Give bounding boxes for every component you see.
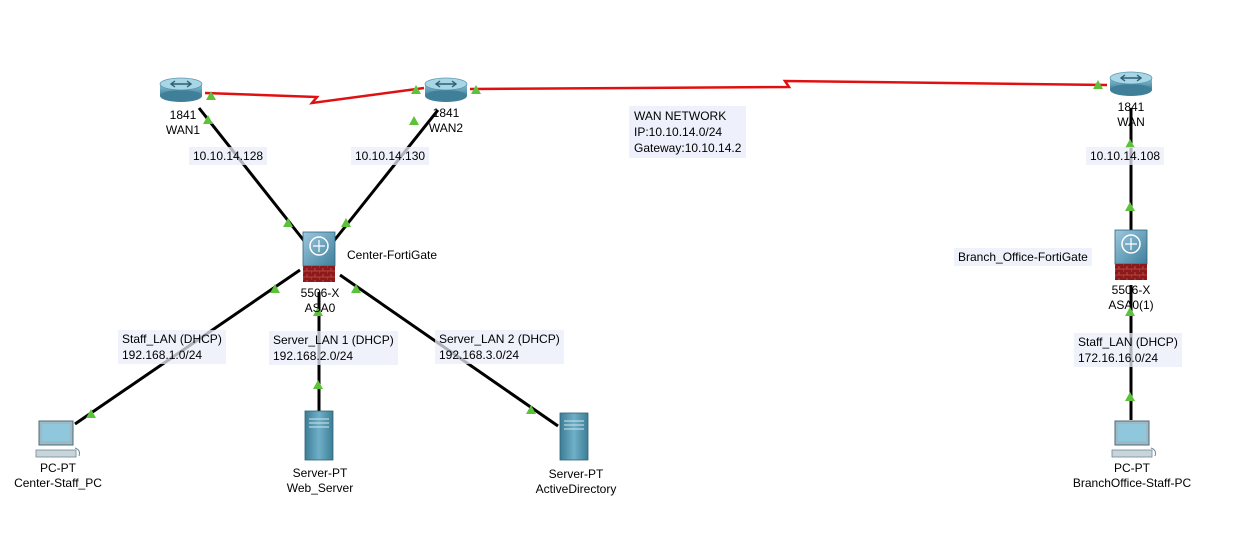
device-name: ASA0(1) [1108,298,1154,312]
pc-icon[interactable] [1111,420,1156,458]
link-up-indicator [1125,202,1135,211]
router-icon[interactable] [1109,71,1153,96]
server-lan1-title: Server_LAN 1 (DHCP) [273,333,394,347]
device-model: PC-PT [40,461,76,475]
center-fortigate-note: Center-FortiGate [347,248,438,262]
pc-icon[interactable] [35,420,80,458]
wan-network-ip: IP:10.10.14.0/24 [634,125,723,139]
link-wan2-asa0[interactable] [331,109,440,243]
firewall-icon[interactable] [302,231,336,282]
link-up-indicator [341,218,351,227]
link-up-indicator [1125,139,1135,148]
device-label-wan2: 1841 WAN2 [423,106,469,136]
device-model: 5506-X [1111,283,1151,297]
device-model: 5506-X [300,286,340,300]
device-label-center-pc: PC-PT Center-Staff_PC [0,461,116,491]
link-up-indicator [203,115,213,124]
server-icon[interactable] [304,410,334,461]
device-label-center-asa: 5506-X ASA0 [290,286,350,316]
wan-network-gateway: Gateway:10.10.14.2 [634,141,742,155]
device-name: ASA0 [304,301,336,315]
wan-links [204,79,1108,105]
device-label-wan1: 1841 WAN1 [160,108,206,138]
link-up-indicator [351,284,361,293]
device-label-wan-branch: 1841 WAN [1108,100,1154,130]
server-lan1-note: Server_LAN 1 (DHCP) 192.168.2.0/24 [269,331,398,365]
device-label-branch-asa: 5506-X ASA0(1) [1094,283,1168,313]
wan-network-title: WAN NETWORK [634,109,727,123]
link-up-indicator [86,409,96,418]
branch-staff-lan-note: Staff_LAN (DHCP) 172.16.16.0/24 [1074,333,1182,367]
link-up-indicator [270,284,280,293]
link-status-indicators [86,80,1135,418]
link-up-indicator [526,405,536,414]
link-up-indicator [313,380,323,389]
device-name: ActiveDirectory [535,482,617,496]
router-icon[interactable] [424,77,468,102]
link-up-indicator [206,91,216,100]
branch-staff-lan-title: Staff_LAN (DHCP) [1078,335,1178,349]
device-name: BranchOffice-Staff-PC [1072,476,1192,490]
device-label-web-server: Server-PT Web_Server [270,466,370,496]
device-label-ad-server: Server-PT ActiveDirectory [520,467,632,497]
link-up-indicator [1125,307,1135,316]
device-model: Server-PT [548,467,604,481]
server-lan1-subnet: 192.168.2.0/24 [273,349,354,363]
staff-lan-note: Staff_LAN (DHCP) 192.168.1.0/24 [118,330,226,364]
server-lan2-note: Server_LAN 2 (DHCP) 192.168.3.0/24 [435,330,564,364]
device-name: WAN [1117,115,1145,129]
wan-link-wan2-branch[interactable] [469,79,1108,91]
link-up-indicator [409,116,419,125]
device-model: PC-PT [1114,461,1150,475]
device-name: Web_Server [286,481,354,495]
router-icon[interactable] [159,77,203,102]
device-name: WAN1 [165,123,201,137]
link-up-indicator [471,85,481,94]
wan-branch-ip-note: 10.10.14.108 [1086,147,1165,165]
server-icon[interactable] [559,412,589,461]
link-up-indicator [1093,80,1103,89]
device-model: 1841 [169,108,197,122]
device-name: Center-Staff_PC [14,476,102,490]
wan-link-wan1-wan2[interactable] [204,86,425,105]
wan-network-note: WAN NETWORK IP:10.10.14.0/24 Gateway:10.… [629,106,747,158]
staff-lan-title: Staff_LAN (DHCP) [122,332,222,346]
branch-fortigate-note: Branch_Office-FortiGate [954,248,1092,266]
staff-lan-subnet: 192.168.1.0/24 [122,348,203,362]
server-lan2-subnet: 192.168.3.0/24 [439,348,520,362]
link-up-indicator [313,307,323,316]
device-model: 1841 [1117,100,1145,114]
server-lan2-title: Server_LAN 2 (DHCP) [439,332,560,346]
device-model: Server-PT [292,466,348,480]
link-up-indicator [283,218,293,227]
device-name: WAN2 [428,121,464,135]
device-label-branch-pc: PC-PT BranchOffice-Staff-PC [1060,461,1204,491]
firewall-icon[interactable] [1114,229,1148,280]
link-up-indicator [1125,392,1135,401]
link-up-indicator [411,85,421,94]
wan2-ip-note: 10.10.14.130 [351,147,430,165]
branch-staff-lan-subnet: 172.16.16.0/24 [1078,351,1159,365]
device-model: 1841 [432,106,460,120]
wan1-ip-note: 10.10.14.128 [189,147,268,165]
